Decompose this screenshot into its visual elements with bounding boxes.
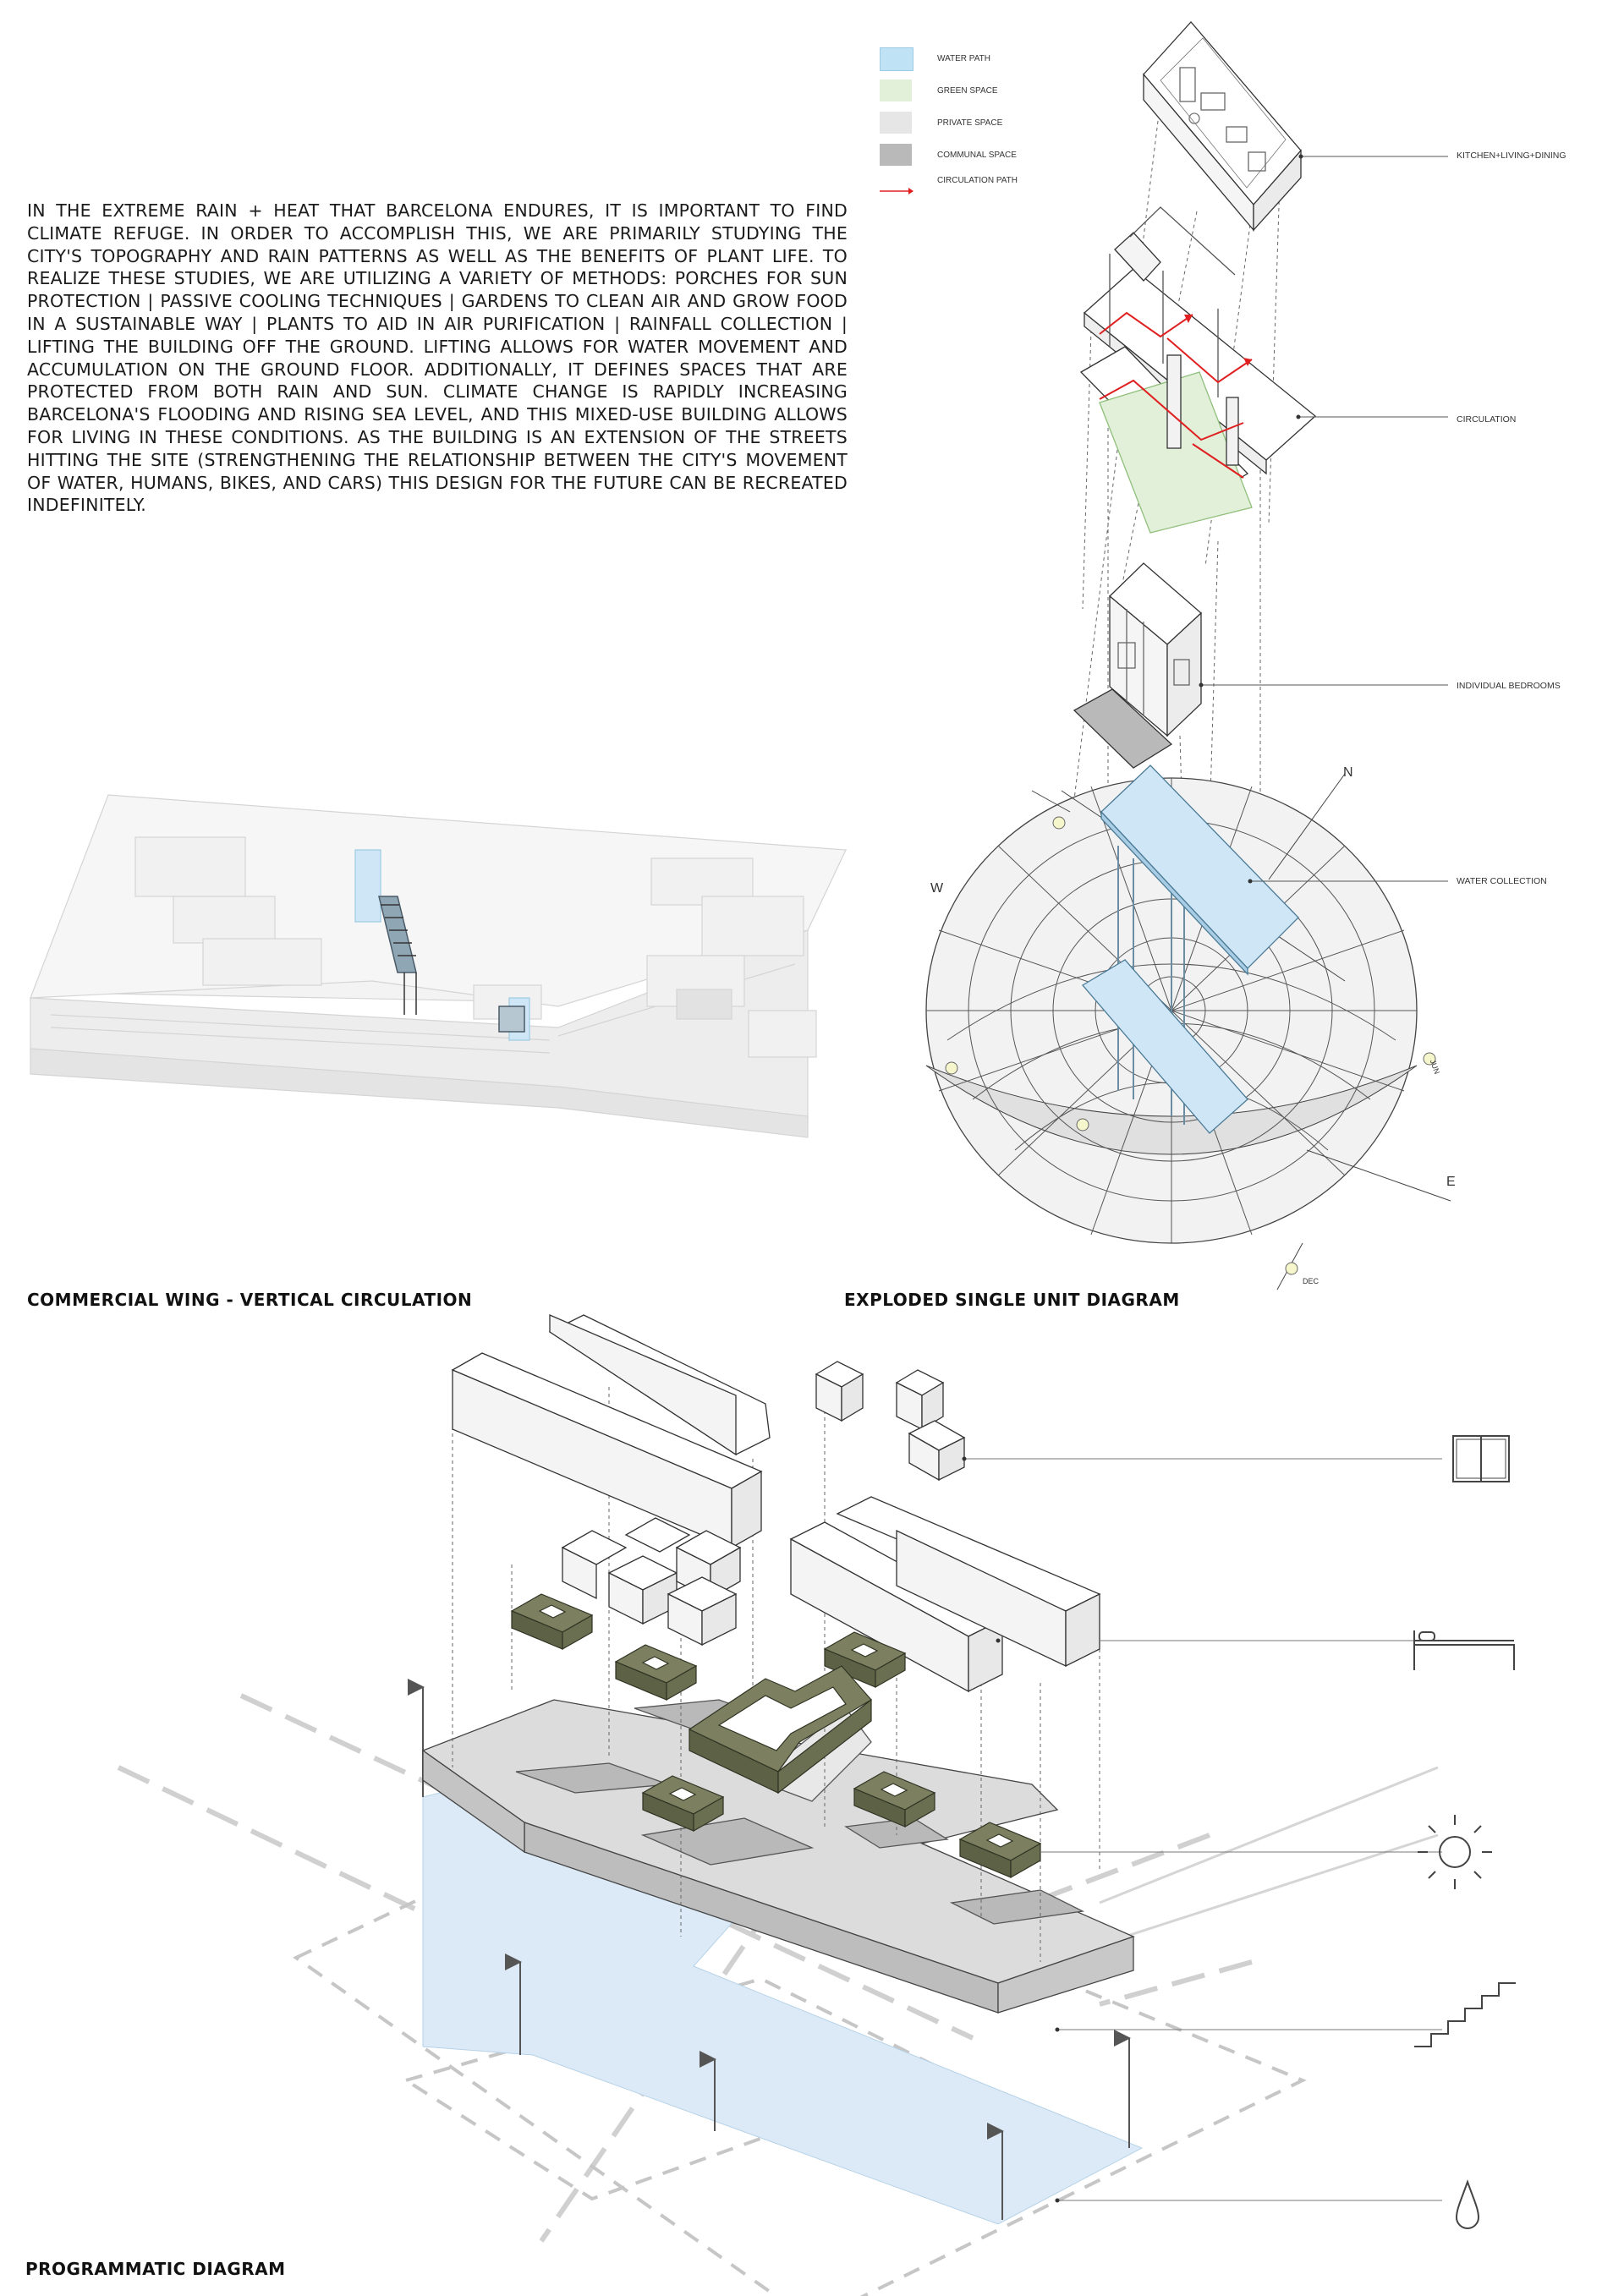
communal-slab — [421, 1699, 1135, 2014]
green-space-swatch — [880, 79, 912, 101]
label-kitchen-living-dining: KITCHEN+LIVING+DINING — [1457, 151, 1566, 161]
planter — [853, 1771, 936, 1828]
planters — [510, 1593, 1042, 1879]
bedrooms-block — [1073, 562, 1202, 769]
compass-w-label: W — [930, 881, 944, 896]
compass-n-label: N — [1343, 765, 1353, 780]
planter — [823, 1631, 907, 1689]
planter — [510, 1593, 594, 1651]
cube-cluster-mid — [561, 1517, 742, 1647]
jun-label: JUN — [1429, 1059, 1441, 1076]
stairs-icon — [1414, 1982, 1516, 2047]
legend-label: CIRCULATION PATH — [937, 176, 1018, 185]
label-individual-bedrooms: INDIVIDUAL BEDROOMS — [1457, 681, 1561, 691]
legend-label: COMMUNAL SPACE — [937, 151, 1017, 160]
water-collection-roof — [1082, 764, 1299, 1134]
private-space-swatch — [880, 112, 912, 134]
caption-exploded-unit: EXPLODED SINGLE UNIT DIAGRAM — [844, 1290, 1180, 1310]
legend-label: GREEN SPACE — [937, 86, 998, 96]
communal-space-swatch — [880, 144, 912, 166]
circulation-path-arrows — [1099, 311, 1253, 479]
residential-block-right — [789, 1496, 1101, 1693]
planter — [958, 1822, 1042, 1879]
intro-paragraph: IN THE EXTREME RAIN + HEAT THAT BARCELON… — [27, 200, 848, 516]
cube-cluster-top — [815, 1361, 966, 1482]
kitchen-living-dining-box — [1143, 21, 1302, 232]
commercial-wing-drawing — [30, 794, 848, 1138]
commercial-stair — [378, 896, 525, 1033]
caption-commercial-wing: COMMERCIAL WING - VERTICAL CIRCULATION — [27, 1290, 473, 1310]
planter — [641, 1775, 725, 1833]
residential-block-left — [451, 1314, 771, 1549]
legend-label: WATER PATH — [937, 54, 990, 63]
uplift-arrows — [408, 1679, 1131, 2220]
legend-label: PRIVATE SPACE — [937, 118, 1003, 128]
circulation-arrow-icon — [880, 188, 914, 195]
window-icon — [1452, 1435, 1510, 1482]
sun-icon — [1418, 1815, 1492, 1889]
bed-icon — [1413, 1630, 1515, 1670]
planter — [614, 1644, 698, 1701]
dec-label: DEC — [1303, 1277, 1320, 1285]
planter-central — [688, 1665, 872, 1795]
water-drop-icon — [1455, 2178, 1480, 2229]
water-path-swatch — [880, 47, 914, 71]
caption-programmatic: PROGRAMMATIC DIAGRAM — [25, 2259, 286, 2279]
label-water-collection: WATER COLLECTION — [1457, 876, 1547, 886]
compass-e-label: E — [1446, 1175, 1456, 1189]
label-circulation: CIRCULATION — [1457, 414, 1517, 425]
circulation-floor — [1079, 206, 1317, 534]
